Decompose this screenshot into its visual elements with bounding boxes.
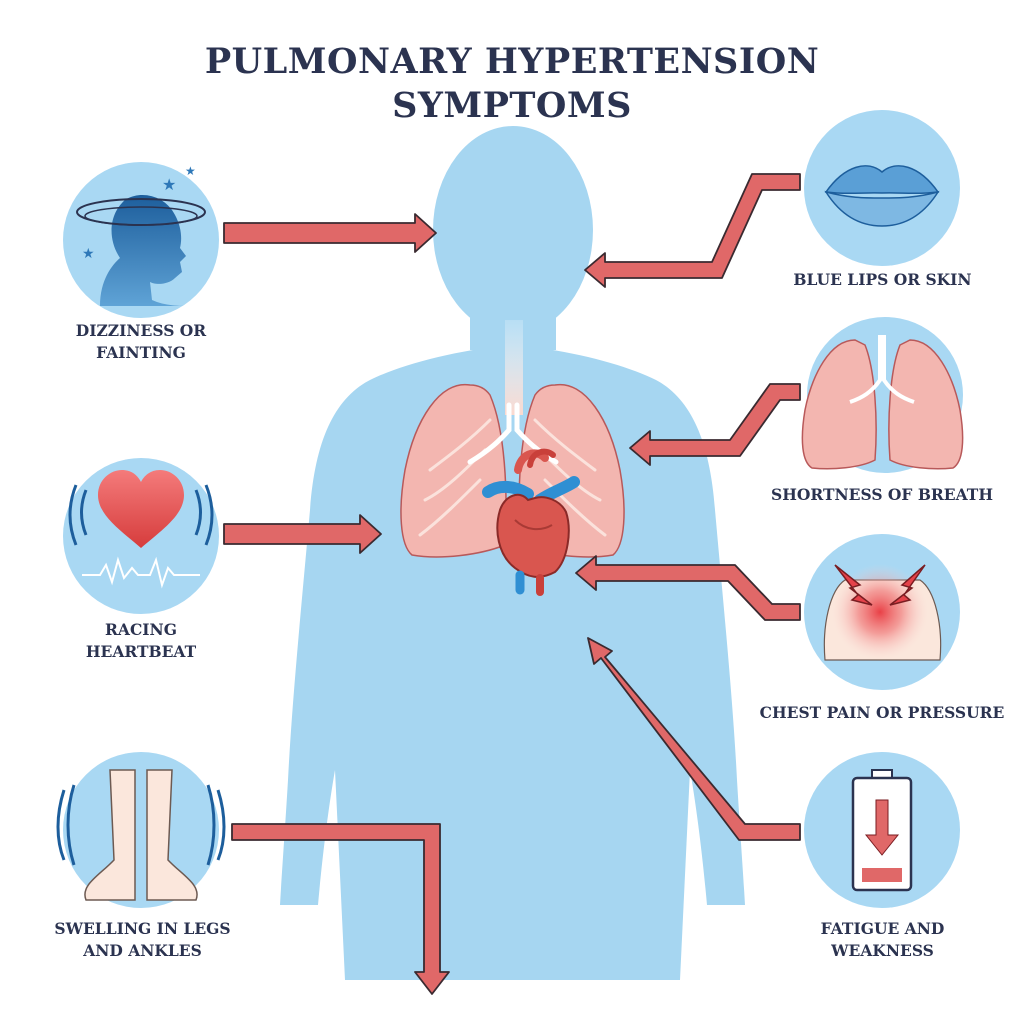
arrow-shortness-of-breath	[629, 383, 801, 466]
label-dizziness-line-2: FAINTING	[96, 343, 186, 362]
arrow-dizziness	[223, 213, 437, 253]
label-shortness-of-breath: SHORTNESS OF BREATH	[762, 484, 1002, 506]
label-swelling-line-2: AND ANKLES	[83, 941, 202, 960]
label-swelling-line-1: SWELLING IN LEGS	[54, 919, 231, 938]
label-chest-pain: CHEST PAIN OR PRESSURE	[752, 702, 1012, 724]
label-blue-lips: BLUE LIPS OR SKIN	[780, 269, 985, 291]
arrow-blue-lips	[584, 173, 801, 288]
svg-text:★: ★	[185, 164, 196, 178]
arrow-racing-heartbeat	[223, 514, 382, 554]
title-line-2: SYMPTOMS	[392, 85, 632, 126]
label-fatigue: FATIGUE AND WEAKNESS	[790, 918, 975, 962]
title-line-1: PULMONARY HYPERTENSION	[204, 41, 820, 82]
page-title: PULMONARY HYPERTENSION SYMPTOMS	[0, 40, 1024, 128]
low-battery-icon	[804, 752, 960, 908]
chest-pain-icon	[804, 534, 960, 690]
swollen-feet-icon	[56, 752, 226, 908]
svg-text:★: ★	[162, 175, 176, 194]
label-blue-lips-line-1: BLUE LIPS OR SKIN	[793, 270, 972, 289]
arrow-swelling	[231, 823, 450, 995]
arrow-fatigue	[587, 637, 801, 841]
label-dizziness-line-1: DIZZINESS OR	[75, 321, 207, 340]
body-silhouette	[280, 126, 745, 980]
arrow-chest-pain	[575, 555, 801, 621]
dizzy-head-icon: ★ ★ ★	[63, 162, 219, 318]
label-chest-pain-line-1: CHEST PAIN OR PRESSURE	[759, 703, 1005, 722]
heart-illustration	[482, 448, 580, 596]
label-shortness-of-breath-line-1: SHORTNESS OF BREATH	[771, 485, 993, 504]
lungs-icon	[801, 317, 964, 473]
svg-text:★: ★	[82, 246, 95, 262]
label-swelling: SWELLING IN LEGS AND ANKLES	[30, 918, 255, 962]
blue-lips-icon	[804, 110, 960, 266]
heart-pulse-icon	[63, 458, 219, 614]
label-racing-heartbeat: RACING HEARTBEAT	[56, 619, 226, 663]
label-racing-heartbeat-line-2: HEARTBEAT	[85, 642, 197, 661]
trachea	[505, 320, 523, 415]
label-fatigue-line-2: WEAKNESS	[831, 941, 934, 960]
label-racing-heartbeat-line-1: RACING	[105, 620, 177, 639]
label-fatigue-line-1: FATIGUE AND	[820, 919, 945, 938]
label-dizziness: DIZZINESS OR FAINTING	[56, 320, 226, 364]
